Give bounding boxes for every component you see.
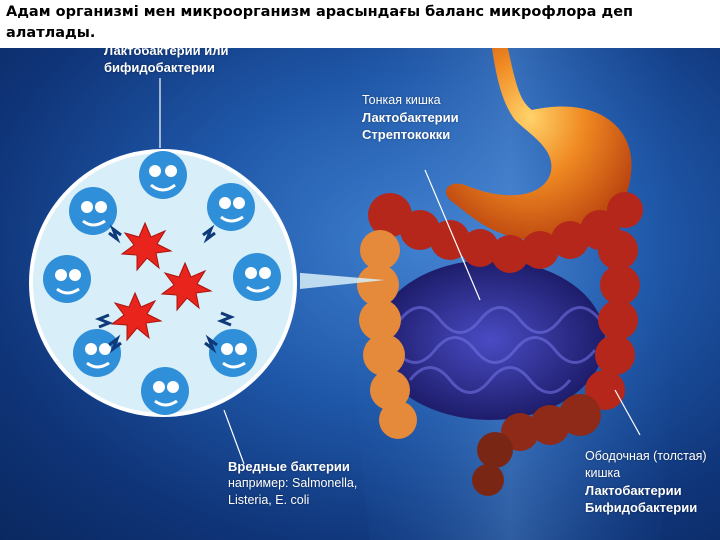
good-bacteria-icon: [233, 253, 281, 301]
bacteria-zoom-circle: [29, 149, 297, 417]
label-harmful-bacteria: Вредные бактерии например: Salmonella, L…: [228, 459, 358, 507]
leader-line-harmful: [223, 410, 245, 465]
harmful-bacteria-group: [110, 221, 213, 342]
label-small-intestine: Тонкая кишка Лактобактерии Стрептококки: [362, 93, 459, 142]
small-intestine: [375, 260, 605, 420]
good-bacteria-icon: [209, 329, 257, 377]
good-bacteria-group: [43, 151, 281, 415]
good-bacteria-icon: [141, 367, 189, 415]
slide-title: Адам организмі мен микроорганизм арасынд…: [0, 0, 720, 48]
harmful-bacteria-icon: [120, 221, 173, 272]
ascending-colon: [357, 230, 417, 439]
good-bacteria-icon: [207, 183, 255, 231]
stomach: [446, 40, 632, 241]
good-bacteria-icon: [73, 329, 121, 377]
label-colon: Ободочная (толстая) кишка Лактобактерии …: [585, 449, 707, 515]
harmful-bacteria-icon: [110, 291, 163, 342]
pointer: [300, 272, 385, 289]
good-bacteria-icon: [69, 187, 117, 235]
good-bacteria-icon: [43, 255, 91, 303]
digestive-system-illustration: [300, 40, 680, 540]
leader-line-top: [159, 78, 161, 148]
good-bacteria-icon: [139, 151, 187, 199]
harmful-bacteria-icon: [160, 261, 213, 312]
colon: [368, 192, 643, 496]
